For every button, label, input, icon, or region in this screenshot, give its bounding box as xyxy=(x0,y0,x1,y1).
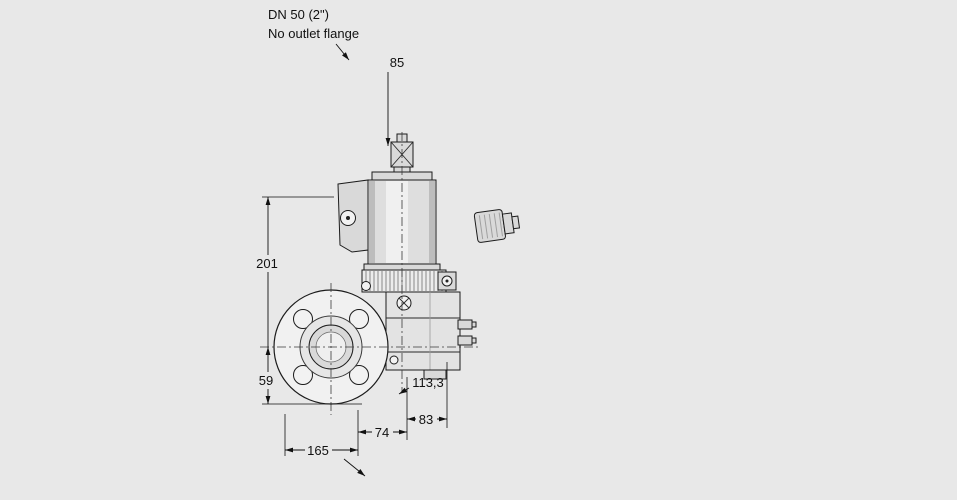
dim-201-label-bg xyxy=(252,255,282,272)
dim-201-arrowhead-top xyxy=(265,197,271,205)
dim-83-label: 83 xyxy=(419,412,433,427)
dim-59-label: 59 xyxy=(259,373,273,388)
annotation-note: DN 50 (2") No outlet flange xyxy=(268,7,359,61)
dim-165-label-bg xyxy=(305,442,332,458)
override-screw-slot xyxy=(398,297,410,309)
dimension-85: 85 xyxy=(385,55,404,146)
dimension-201: 201 xyxy=(252,196,362,405)
dim-201-arrowhead-bottom xyxy=(265,396,271,404)
dim-113-arrowhead xyxy=(399,387,408,394)
dim-83-arrowhead-left xyxy=(407,416,415,422)
adapter-tip xyxy=(511,215,521,230)
dim-165-label: 165 xyxy=(307,443,329,458)
dimension-165: 165 xyxy=(284,414,366,477)
dim-74-arrowhead-left xyxy=(358,429,366,435)
dim-74-arrowhead-right xyxy=(399,429,407,435)
stud-bolt-lower xyxy=(457,335,473,346)
adapter-knurl-hatch xyxy=(478,212,503,240)
rib-section xyxy=(361,269,447,293)
dim-85-arrowhead xyxy=(385,138,391,146)
coil-shade-right xyxy=(429,181,435,263)
stud-bolt-upper-end xyxy=(471,321,477,328)
bolt-hole-bottom-right xyxy=(349,365,369,385)
dim-165-arrowhead-left xyxy=(285,447,293,453)
bolt-hole-bottom-left xyxy=(293,365,313,385)
dimension-59: 59 xyxy=(255,347,278,389)
dim-165-arrowhead-right xyxy=(350,447,358,453)
dim-74-label: 74 xyxy=(375,425,389,440)
pivot-right-center xyxy=(445,279,449,283)
pivot-left xyxy=(361,281,371,291)
dim-85-label: 85 xyxy=(390,55,404,70)
dim-59-arrowhead-top xyxy=(265,347,271,355)
bolt-hole-top-right xyxy=(349,309,369,329)
coil-highlight xyxy=(386,181,408,263)
dim-113-label: 113,3 xyxy=(412,375,444,390)
dim-83-label-bg xyxy=(416,411,437,427)
note-leader-arrowhead xyxy=(342,52,349,60)
adapter-part xyxy=(473,209,521,243)
drain-screw xyxy=(389,355,399,365)
outlet-boss xyxy=(423,369,447,380)
coil-shade-left xyxy=(369,181,375,263)
bracket-hole-center xyxy=(346,216,350,220)
stud-bolt-upper xyxy=(457,319,473,330)
dim-83-arrowhead-right xyxy=(439,416,447,422)
dim-201-label: 201 xyxy=(256,256,278,271)
dim-74-label-bg xyxy=(372,424,393,440)
valve-assembly xyxy=(273,133,477,405)
note-line1: DN 50 (2") xyxy=(268,7,329,22)
note-line2: No outlet flange xyxy=(268,26,359,41)
stud-bolt-lower-end xyxy=(471,337,477,344)
dim-59-label-bg xyxy=(255,372,278,389)
dimension-113-3: 113,3 xyxy=(398,375,444,395)
center-lines xyxy=(260,132,480,415)
dimension-74: 74 xyxy=(357,377,408,456)
dimension-83: 83 xyxy=(407,362,448,428)
bolt-hole-top-left xyxy=(293,309,313,329)
dim-165-diagonal-arrowhead xyxy=(357,469,365,476)
